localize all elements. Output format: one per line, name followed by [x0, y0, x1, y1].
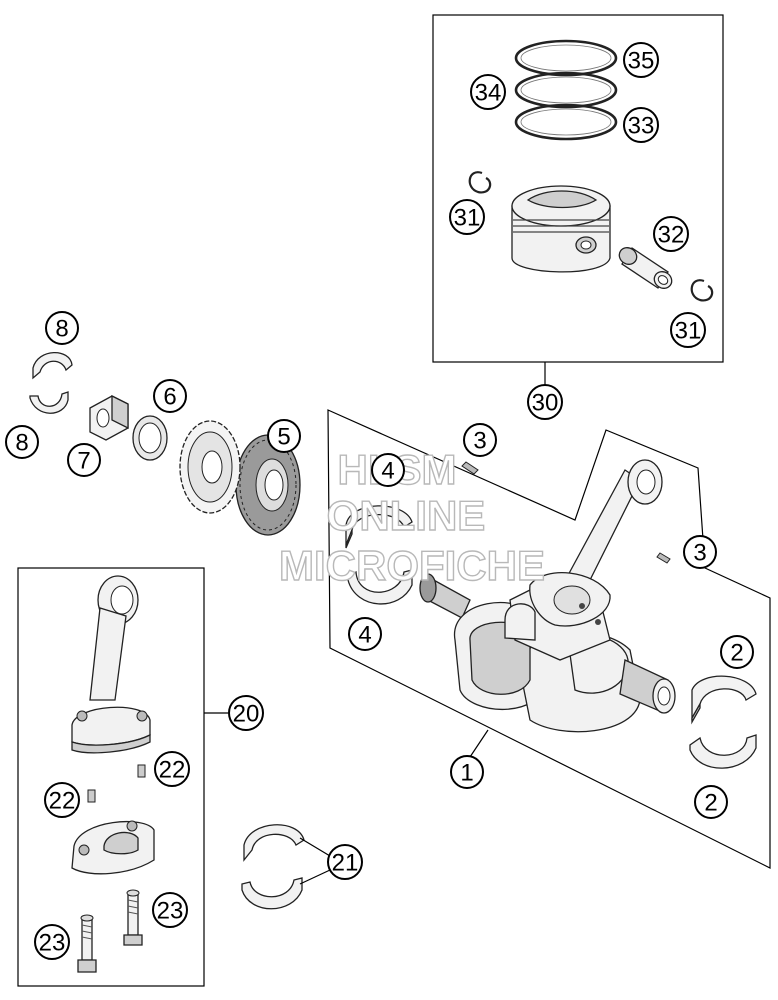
callout-8-lower: 8 — [5, 425, 39, 459]
leader-21-upper — [299, 837, 331, 857]
watermark-line-2: ONLINE — [327, 492, 486, 539]
svg-text:8: 8 — [15, 430, 28, 457]
connecting-rod-20 — [71, 575, 151, 754]
svg-text:20: 20 — [233, 701, 260, 728]
callout-23-right: 23 — [152, 892, 188, 928]
callout-2-lower: 2 — [694, 785, 728, 819]
watermark: HLSM ONLINE MICROFICHE — [278, 445, 545, 589]
callout-4-upper: 4 — [371, 453, 405, 487]
svg-text:30: 30 — [532, 390, 559, 417]
gear-5 — [235, 434, 301, 536]
connecting-rod-cap — [71, 820, 155, 875]
svg-text:2: 2 — [704, 790, 717, 817]
callout-32: 32 — [653, 216, 689, 252]
conrod-bolt-23-right — [123, 889, 143, 946]
dowel-pin-3-left — [461, 461, 479, 475]
svg-text:6: 6 — [163, 384, 176, 411]
bearing-shell-4-upper — [345, 505, 413, 549]
svg-text:3: 3 — [693, 540, 706, 567]
svg-text:31: 31 — [675, 318, 702, 345]
bearing-shell-8-upper — [32, 352, 73, 380]
piston-group-frame — [432, 14, 724, 363]
callout-22-right: 22 — [154, 751, 190, 787]
callout-22-left: 22 — [44, 782, 80, 818]
callout-33: 33 — [623, 107, 659, 143]
conrod-bearing-shell-21-lower — [241, 877, 303, 910]
conrod-group-frame — [17, 567, 205, 987]
callout-4-lower: 4 — [348, 617, 382, 651]
leader-1 — [467, 729, 489, 761]
svg-text:7: 7 — [77, 448, 90, 475]
circlip-31-upper — [468, 171, 492, 194]
svg-text:33: 33 — [628, 113, 655, 140]
svg-text:23: 23 — [39, 930, 66, 957]
callout-31-lower: 31 — [670, 312, 706, 348]
svg-text:5: 5 — [277, 424, 290, 451]
piston-ring-35 — [514, 39, 618, 77]
nut-7 — [89, 394, 129, 441]
svg-text:34: 34 — [475, 80, 502, 107]
callout-23-left: 23 — [34, 924, 70, 960]
dowel-pin-3-right — [656, 552, 671, 564]
callout-8-upper: 8 — [45, 311, 79, 345]
svg-text:8: 8 — [55, 316, 68, 343]
svg-text:32: 32 — [658, 222, 685, 249]
callout-7: 7 — [67, 443, 101, 477]
svg-text:35: 35 — [628, 48, 655, 75]
svg-text:23: 23 — [157, 898, 184, 925]
thrust-washer-6 — [132, 415, 168, 461]
svg-text:31: 31 — [454, 205, 481, 232]
callout-5: 5 — [267, 419, 301, 453]
callout-6: 6 — [153, 379, 187, 413]
piston — [511, 185, 611, 273]
watermark-line-3: MICROFICHE — [279, 542, 545, 589]
conrod-bolt-23-left — [77, 914, 97, 973]
main-bearing-shell-2-lower — [689, 734, 757, 769]
main-bearing-shell-2-upper — [691, 675, 757, 725]
callout-34: 34 — [470, 74, 506, 110]
connecting-rod-installed — [504, 459, 663, 641]
svg-text:4: 4 — [358, 622, 371, 649]
piston-ring-34 — [514, 71, 618, 109]
svg-text:21: 21 — [332, 850, 359, 877]
svg-text:2: 2 — [730, 640, 743, 667]
bearing-shell-4-lower — [347, 569, 413, 605]
callout-3-right: 3 — [683, 535, 717, 569]
bearing-shell-8-lower — [29, 391, 69, 414]
callout-3-left: 3 — [463, 423, 497, 457]
piston-ring-33 — [514, 103, 618, 141]
callout-2-upper: 2 — [720, 635, 754, 669]
callout-31-upper: 31 — [449, 199, 485, 235]
callout-35: 35 — [623, 42, 659, 78]
sprocket-wheel — [179, 420, 241, 514]
svg-text:3: 3 — [473, 428, 486, 455]
dowel-pin-22-left — [87, 789, 96, 803]
leader-21-lower — [299, 869, 331, 885]
dowel-pin-22-right — [137, 764, 146, 778]
svg-text:22: 22 — [49, 788, 76, 815]
svg-text:1: 1 — [460, 760, 473, 787]
piston-pin-32 — [618, 247, 673, 289]
callout-21: 21 — [327, 844, 363, 880]
conrod-bearing-shell-21-upper — [243, 824, 305, 862]
svg-text:22: 22 — [159, 757, 186, 784]
svg-text:4: 4 — [381, 458, 394, 485]
circlip-31-lower — [690, 279, 714, 302]
callout-20: 20 — [228, 695, 264, 731]
callout-1: 1 — [450, 755, 484, 789]
callout-30: 30 — [527, 384, 563, 420]
